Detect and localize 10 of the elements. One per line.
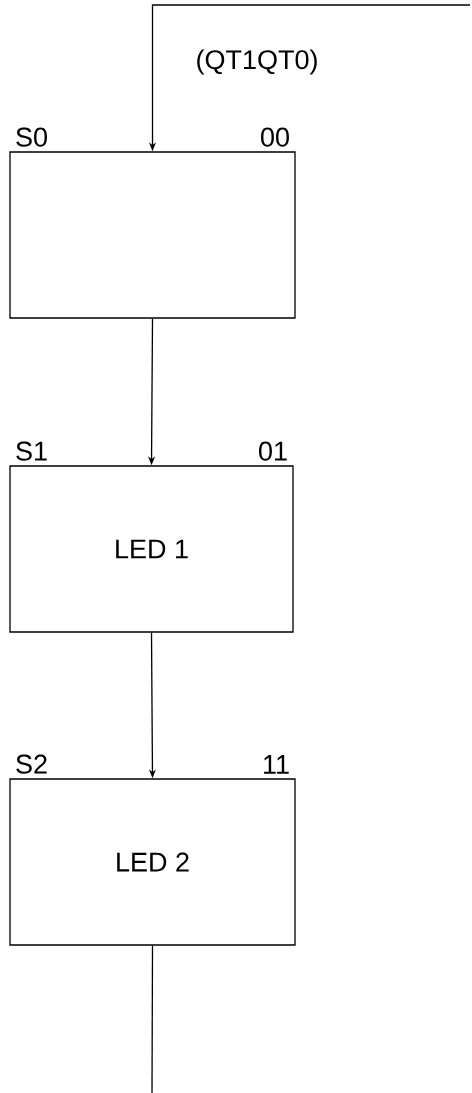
signal-label: (QT1QT0) <box>197 49 317 75</box>
state-name: S0 <box>16 127 47 147</box>
state-name: S1 <box>16 441 47 461</box>
state-code: 01 <box>259 441 287 461</box>
empty-box <box>9 151 296 319</box>
state-box: LED 2 <box>9 778 296 946</box>
state-code: 00 <box>261 127 289 147</box>
state-code: 11 <box>264 755 289 774</box>
state-box: LED 1 <box>9 465 294 633</box>
state-name: S2 <box>16 754 47 774</box>
